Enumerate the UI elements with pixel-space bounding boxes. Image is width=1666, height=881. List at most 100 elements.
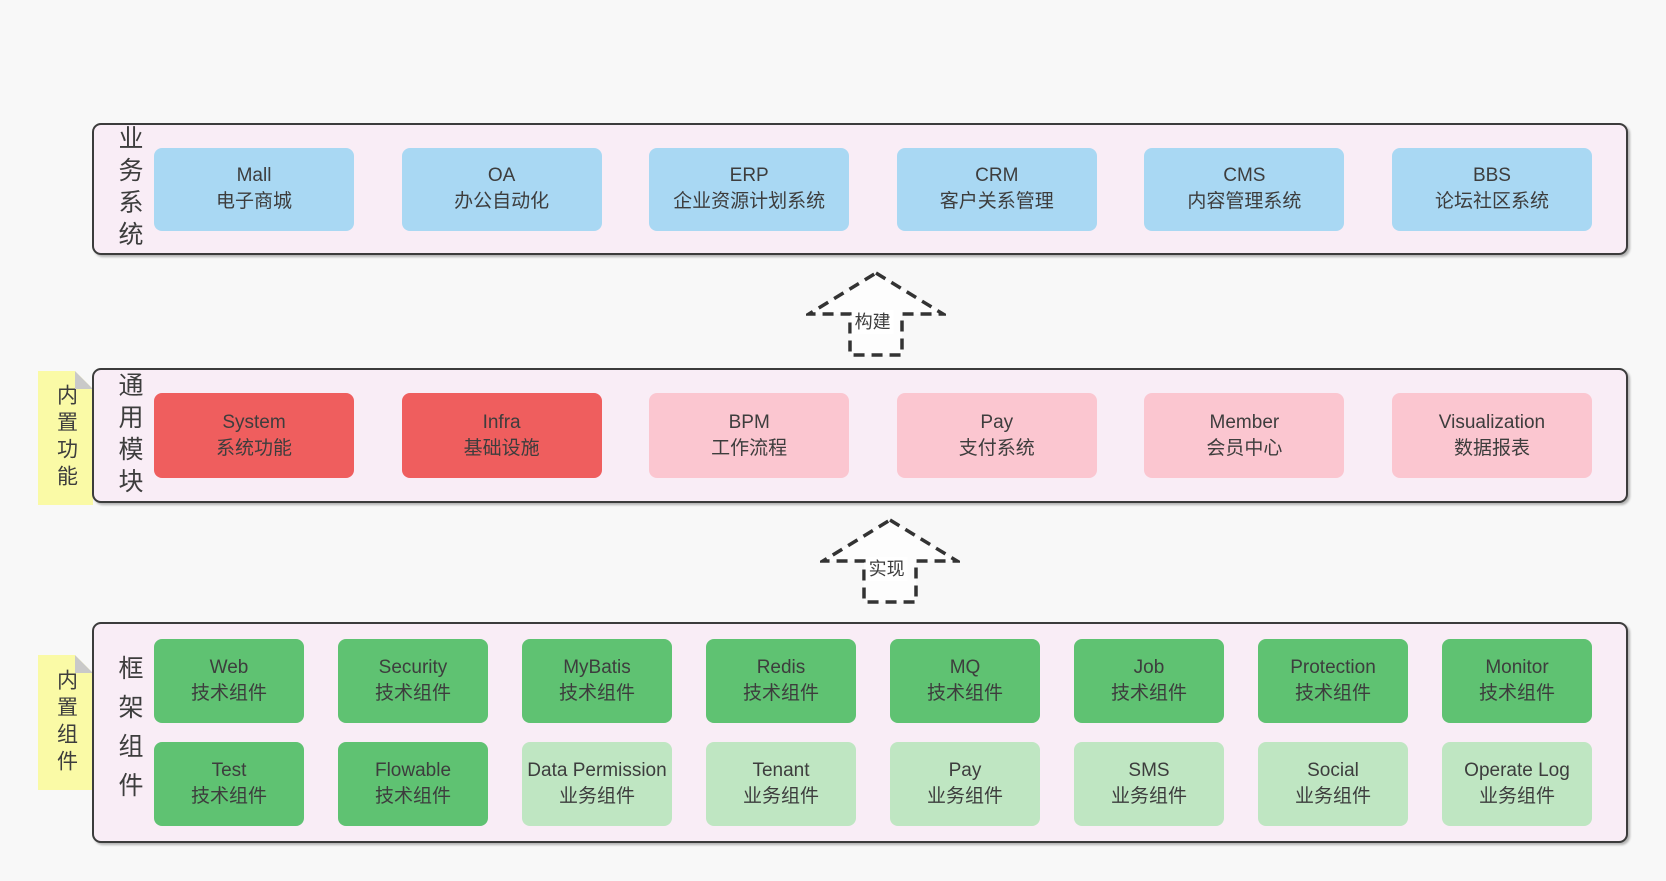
- node-operate-log: Operate Log 业务组件: [1442, 742, 1592, 826]
- node-monitor: Monitor 技术组件: [1442, 639, 1592, 723]
- node-title: Pay: [948, 760, 982, 781]
- node-title: System: [222, 411, 286, 433]
- node-job: Job 技术组件: [1074, 639, 1224, 723]
- node-sms: SMS 业务组件: [1074, 742, 1224, 826]
- node-subtitle: 技术组件: [190, 786, 267, 807]
- node-title: Redis: [756, 657, 806, 678]
- node-visualization: Visualization 数据报表: [1391, 393, 1592, 478]
- node-subtitle: 技术组件: [558, 683, 635, 704]
- section-label-business-systems: 业务系统: [115, 125, 143, 253]
- node-title: Member: [1209, 411, 1280, 433]
- node-test: Test 技术组件: [154, 742, 304, 826]
- node-subtitle: 会员中心: [1206, 437, 1283, 459]
- node-title: Job: [1133, 657, 1165, 678]
- node-title: Social: [1307, 760, 1359, 781]
- node-subtitle: 技术组件: [926, 683, 1003, 704]
- node-title: SMS: [1128, 760, 1170, 781]
- node-title: BBS: [1472, 165, 1511, 186]
- node-title: Flowable: [374, 760, 452, 781]
- section-framework-components: 框架组件 Web 技术组件 Security 技术组件 MyBatis 技术组件…: [92, 622, 1628, 843]
- node-mybatis: MyBatis 技术组件: [522, 639, 672, 723]
- node-title: OA: [487, 165, 516, 186]
- framework-components-row-2: Test 技术组件 Flowable 技术组件 Data Permission …: [154, 742, 1592, 826]
- node-subtitle: 工作流程: [711, 437, 788, 459]
- node-redis: Redis 技术组件: [706, 639, 856, 723]
- sticky-tag-label: 内置功能: [54, 384, 78, 492]
- node-subtitle: 技术组件: [374, 786, 451, 807]
- node-social: Social 业务组件: [1258, 742, 1408, 826]
- node-subtitle: 系统功能: [215, 437, 292, 459]
- node-crm: CRM 客户关系管理: [896, 147, 1097, 231]
- node-title: Data Permission: [527, 760, 667, 781]
- node-subtitle: 业务组件: [1478, 786, 1555, 807]
- node-protection: Protection 技术组件: [1258, 639, 1408, 723]
- node-subtitle: 内容管理系统: [1187, 191, 1302, 212]
- node-title: MyBatis: [563, 657, 631, 678]
- node-pay: Pay 支付系统: [896, 393, 1097, 478]
- node-subtitle: 客户关系管理: [939, 191, 1054, 212]
- section-label-framework-components: 框架组件: [115, 654, 143, 811]
- sticky-tag-label: 内置组件: [54, 668, 78, 777]
- node-subtitle: 业务组件: [558, 786, 635, 807]
- node-subtitle: 技术组件: [742, 683, 819, 704]
- node-mq: MQ 技术组件: [890, 639, 1040, 723]
- node-subtitle: 技术组件: [190, 683, 267, 704]
- section-label-common-modules: 通用模块: [115, 371, 143, 500]
- node-title: Security: [378, 657, 448, 678]
- node-title: Monitor: [1485, 657, 1549, 678]
- node-subtitle: 基础设施: [463, 437, 540, 459]
- framework-components-row-1: Web 技术组件 Security 技术组件 MyBatis 技术组件 Redi…: [154, 639, 1592, 723]
- node-security: Security 技术组件: [338, 639, 488, 723]
- node-title: Infra: [482, 411, 521, 433]
- build-arrow-label: 构建: [851, 310, 894, 334]
- common-modules-row: System 系统功能 Infra 基础设施 BPM 工作流程 Pay 支付系统…: [154, 393, 1592, 478]
- node-title: CMS: [1223, 165, 1266, 186]
- node-subtitle: 业务组件: [926, 786, 1003, 807]
- node-title: Test: [211, 760, 247, 781]
- framework-components-grid: Web 技术组件 Security 技术组件 MyBatis 技术组件 Redi…: [154, 624, 1592, 841]
- node-title: CRM: [975, 165, 1019, 186]
- business-systems-row: Mall 电子商城 OA 办公自动化 ERP 企业资源计划系统 CRM 客户关系…: [154, 147, 1592, 231]
- implement-arrow: 实现: [820, 517, 960, 605]
- node-pay-business: Pay 业务组件: [890, 742, 1040, 826]
- node-title: Pay: [980, 411, 1014, 433]
- node-subtitle: 技术组件: [374, 683, 451, 704]
- sticky-tag-builtin-components: 内置组件: [38, 655, 93, 790]
- node-member: Member 会员中心: [1144, 393, 1345, 478]
- node-subtitle: 业务组件: [1294, 786, 1371, 807]
- sticky-tag-builtin-features: 内置功能: [38, 371, 93, 505]
- node-data-permission: Data Permission 业务组件: [522, 742, 672, 826]
- implement-arrow-label: 实现: [865, 557, 908, 581]
- node-subtitle: 支付系统: [958, 437, 1035, 459]
- node-subtitle: 论坛社区系统: [1434, 191, 1549, 212]
- node-oa: OA 办公自动化: [401, 147, 602, 231]
- section-business-systems: 业务系统 Mall 电子商城 OA 办公自动化 ERP 企业资源计划系统 CRM…: [92, 123, 1628, 255]
- node-title: Protection: [1290, 657, 1376, 678]
- node-infra: Infra 基础设施: [401, 393, 602, 478]
- node-title: Mall: [236, 165, 272, 186]
- node-flowable: Flowable 技术组件: [338, 742, 488, 826]
- node-tenant: Tenant 业务组件: [706, 742, 856, 826]
- node-title: ERP: [729, 165, 769, 186]
- node-title: BPM: [728, 411, 770, 433]
- node-mall: Mall 电子商城: [154, 147, 354, 231]
- node-subtitle: 业务组件: [742, 786, 819, 807]
- node-title: MQ: [949, 657, 981, 678]
- section-common-modules: 通用模块 System 系统功能 Infra 基础设施 BPM 工作流程 Pay…: [92, 368, 1628, 503]
- node-subtitle: 业务组件: [1110, 786, 1187, 807]
- node-title: Tenant: [752, 760, 810, 781]
- node-subtitle: 办公自动化: [454, 191, 550, 212]
- node-web: Web 技术组件: [154, 639, 304, 723]
- node-system: System 系统功能: [154, 393, 354, 478]
- node-cms: CMS 内容管理系统: [1144, 147, 1345, 231]
- node-subtitle: 技术组件: [1294, 683, 1371, 704]
- node-title: Operate Log: [1464, 760, 1570, 781]
- node-subtitle: 数据报表: [1453, 437, 1530, 459]
- node-erp: ERP 企业资源计划系统: [649, 147, 850, 231]
- node-title: Web: [209, 657, 249, 678]
- node-subtitle: 企业资源计划系统: [673, 191, 826, 212]
- node-title: Visualization: [1438, 411, 1546, 433]
- node-bpm: BPM 工作流程: [649, 393, 850, 478]
- node-subtitle: 技术组件: [1110, 683, 1187, 704]
